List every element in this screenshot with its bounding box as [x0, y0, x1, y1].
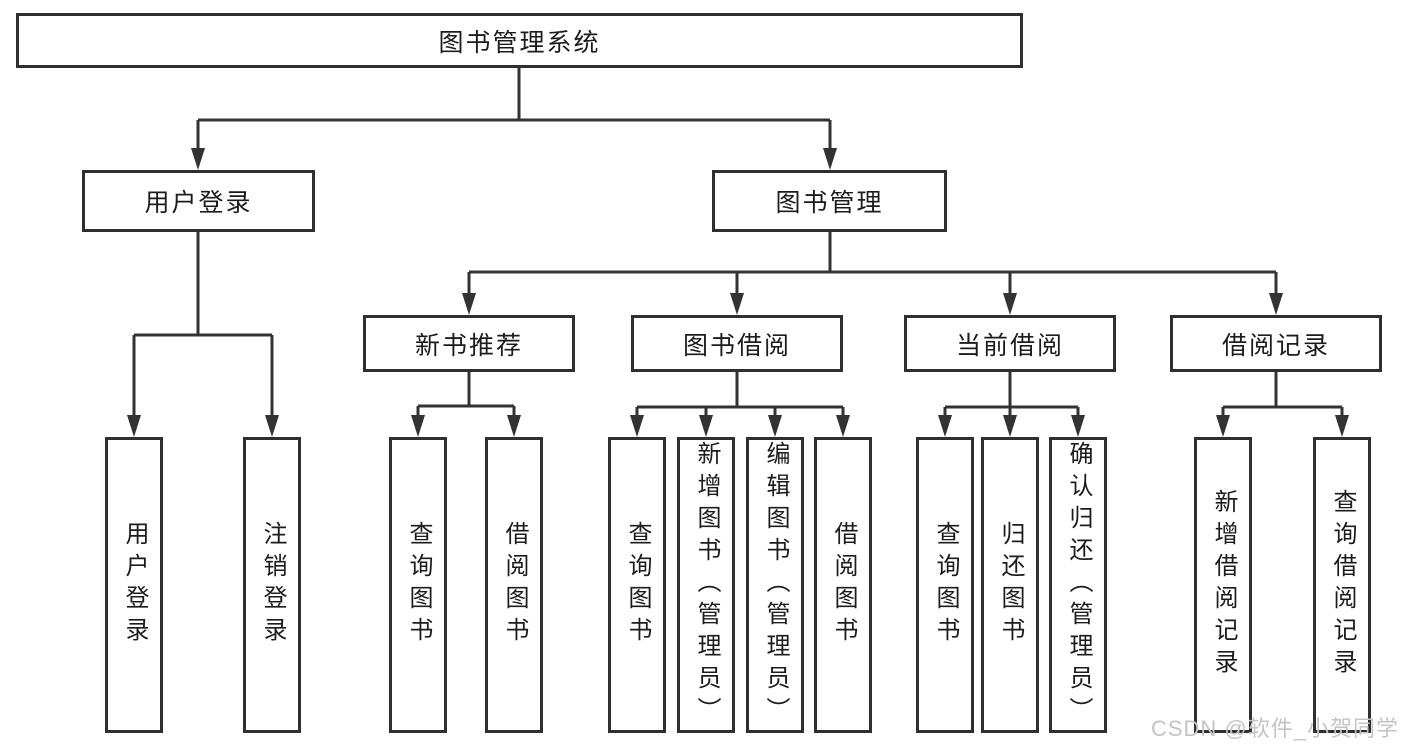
node-label: 查询图书	[405, 521, 432, 649]
connector-borrow-record-to-leaves	[1221, 372, 1344, 417]
connector-book-borrow-to-leaves	[635, 372, 845, 417]
arrowhead	[823, 148, 837, 170]
arrowhead	[1269, 293, 1283, 315]
node-borrowing-records: 借阅记录	[1170, 315, 1382, 372]
node-label: 借阅图书	[830, 521, 857, 649]
node-label: 查询图书	[624, 521, 651, 649]
arrowhead	[507, 415, 521, 437]
node-library-management-system: 图书管理系统	[16, 13, 1023, 68]
node-label: 借阅记录	[1221, 331, 1330, 360]
leaf-user-login: 用户登录	[105, 437, 163, 733]
arrowhead	[699, 415, 713, 437]
node-label: 用户登录	[144, 189, 253, 217]
leaf-add-books-admin: 新增图书（管理员）	[677, 437, 735, 733]
node-book-management: 图书管理	[712, 170, 947, 232]
connector-user-login-to-leaves	[132, 232, 274, 417]
leaf-query-borrow-record: 查询借阅记录	[1313, 437, 1371, 733]
leaf-query-books-current: 查询图书	[916, 437, 974, 733]
node-user-login: 用户登录	[82, 170, 315, 232]
arrowhead	[462, 293, 476, 315]
node-label: 新书推荐	[414, 331, 523, 360]
leaf-borrow-books: 借阅图书	[814, 437, 872, 733]
arrowhead	[265, 415, 279, 437]
leaf-logout: 注销登录	[243, 437, 301, 733]
node-label: 图书管理系统	[438, 28, 601, 57]
leaf-query-books-borrow: 查询图书	[608, 437, 666, 733]
node-new-book-recommendation: 新书推荐	[363, 315, 575, 372]
node-label: 注销登录	[259, 521, 286, 649]
arrowhead	[1335, 415, 1349, 437]
arrowhead	[1071, 415, 1085, 437]
node-label: 归还图书	[997, 521, 1024, 649]
node-label: 确认归还（管理员）	[1065, 441, 1092, 729]
leaf-borrow-books-recommend: 借阅图书	[485, 437, 543, 733]
arrowhead	[630, 415, 644, 437]
arrowhead	[836, 415, 850, 437]
node-label: 查询图书	[932, 521, 959, 649]
leaf-edit-books-admin: 编辑图书（管理员）	[746, 437, 804, 733]
arrowhead	[938, 415, 952, 437]
arrowhead	[127, 415, 141, 437]
csdn-watermark: CSDN @软件_小贺同学	[1150, 716, 1399, 741]
connector-new-book-to-leaves	[416, 372, 516, 417]
arrowhead	[1003, 293, 1017, 315]
leaf-add-borrow-record: 新增借阅记录	[1194, 437, 1252, 733]
node-label: 新增图书（管理员）	[693, 441, 720, 729]
node-current-borrowing: 当前借阅	[904, 315, 1116, 372]
node-label: 图书管理	[775, 189, 884, 217]
arrowhead	[730, 293, 744, 315]
leaf-return-books: 归还图书	[981, 437, 1039, 733]
node-label: 新增借阅记录	[1210, 489, 1237, 681]
node-book-borrowing: 图书借阅	[631, 315, 843, 372]
leaf-confirm-return-admin: 确认归还（管理员）	[1049, 437, 1107, 733]
arrowhead	[191, 148, 205, 170]
node-label: 当前借阅	[955, 331, 1064, 360]
node-label: 用户登录	[121, 521, 148, 649]
node-label: 借阅图书	[501, 521, 528, 649]
arrowheads	[127, 148, 1349, 437]
arrowhead	[1003, 415, 1017, 437]
leaf-query-books-recommend: 查询图书	[389, 437, 447, 733]
node-label: 编辑图书（管理员）	[762, 441, 789, 729]
arrowhead	[411, 415, 425, 437]
arrowhead	[768, 415, 782, 437]
connector-book-mgmt-to-level3	[467, 232, 1278, 295]
arrowhead	[1216, 415, 1230, 437]
node-label: 图书借阅	[682, 331, 791, 360]
node-label: 查询借阅记录	[1329, 489, 1356, 681]
connector-current-borrow-to-leaves	[943, 372, 1080, 417]
connector-root-to-level2	[196, 68, 832, 150]
